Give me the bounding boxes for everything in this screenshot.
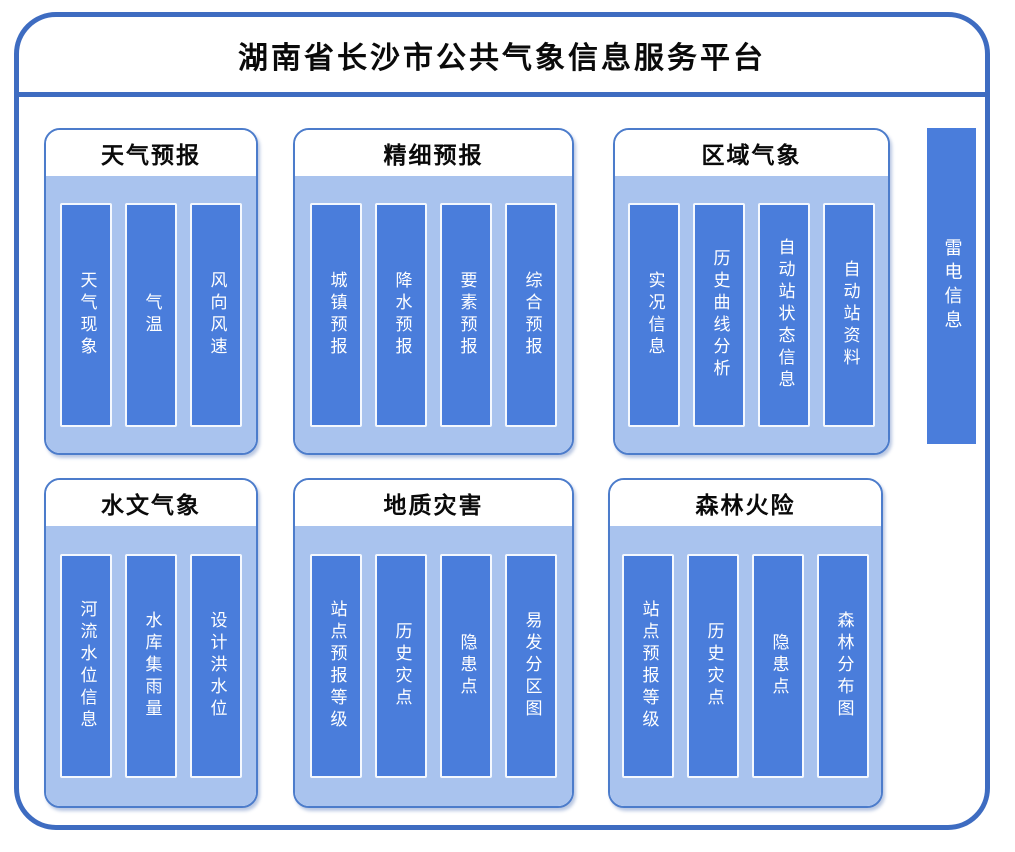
bar-auto-station-status: 自动站状态信息 [758,202,810,427]
bar-label: 河流水位信息 [76,600,97,732]
bar-hidden-danger-points: 隐患点 [440,554,492,778]
bar-label: 实况信息 [644,270,665,359]
bar-forest-distribution-map: 森林分布图 [817,554,869,778]
panel-forest-fire-body: 站点预报等级 历史灾点 隐患点 森林分布图 [610,526,881,806]
panel-regional-meteorology: 区域气象 实况信息 历史曲线分析 自动站状态信息 自动站资料 [613,128,890,455]
bar-label: 隐患点 [768,633,789,699]
bar-history-disaster-points: 历史灾点 [375,554,427,778]
bar-risk-zone-map: 易发分区图 [505,554,557,778]
panel-weather-forecast: 天气预报 天气现象 气温 风向风速 [44,128,258,455]
bar-label: 综合预报 [521,270,542,359]
bar-station-forecast-level: 站点预报等级 [622,554,674,778]
bar-station-forecast-level: 站点预报等级 [310,554,362,778]
panel-hydrology: 水文气象 河流水位信息 水库集雨量 设计洪水位 [44,478,258,808]
panel-hydrology-title: 水文气象 [46,480,256,526]
bar-label: 历史曲线分析 [709,248,730,381]
lightning-info-bar: 雷电信息 [927,128,976,444]
bar-label: 历史灾点 [703,622,724,710]
title-band: 湖南省长沙市公共气象信息服务平台 [19,17,985,97]
panel-regional-meteorology-body: 实况信息 历史曲线分析 自动站状态信息 自动站资料 [615,176,888,453]
bar-label: 设计洪水位 [206,611,227,721]
panel-fine-forecast-body: 城镇预报 降水预报 要素预报 综合预报 [295,176,572,453]
bar-label: 降水预报 [391,270,412,359]
bar-history-disaster-points: 历史灾点 [687,554,739,778]
bar-town-forecast: 城镇预报 [310,202,362,427]
panel-weather-forecast-title: 天气预报 [46,130,256,176]
panel-geological-disaster-title: 地质灾害 [295,480,572,526]
bar-weather-phenomena: 天气现象 [60,202,112,427]
bar-label: 站点预报等级 [326,600,347,732]
bar-label: 自动站状态信息 [774,237,795,392]
panel-hydrology-body: 河流水位信息 水库集雨量 设计洪水位 [46,526,256,806]
panel-geological-disaster-body: 站点预报等级 历史灾点 隐患点 易发分区图 [295,526,572,806]
bar-realtime-info: 实况信息 [628,202,680,427]
bar-wind-direction-speed: 风向风速 [190,202,242,427]
bar-label: 要素预报 [456,270,477,359]
page-title: 湖南省长沙市公共气象信息服务平台 [238,40,766,76]
bar-label: 隐患点 [456,633,477,699]
bar-comprehensive-forecast: 综合预报 [505,202,557,427]
bar-label: 站点预报等级 [638,600,659,732]
bar-label: 风向风速 [206,270,227,359]
bar-label: 历史灾点 [391,622,412,710]
panel-fine-forecast: 精细预报 城镇预报 降水预报 要素预报 综合预报 [293,128,574,455]
bar-reservoir-rainfall: 水库集雨量 [125,554,177,778]
panel-weather-forecast-body: 天气现象 气温 风向风速 [46,176,256,453]
bar-label: 气温 [141,292,162,337]
panel-regional-meteorology-title: 区域气象 [615,130,888,176]
bar-element-forecast: 要素预报 [440,202,492,427]
bar-hidden-danger-points: 隐患点 [752,554,804,778]
bar-river-water-level: 河流水位信息 [60,554,112,778]
bar-history-curve-analysis: 历史曲线分析 [693,202,745,427]
panel-geological-disaster: 地质灾害 站点预报等级 历史灾点 隐患点 易发分区图 [293,478,574,808]
panel-fine-forecast-title: 精细预报 [295,130,572,176]
bar-label: 水库集雨量 [141,611,162,721]
bar-auto-station-data: 自动站资料 [823,202,875,427]
bar-label: 自动站资料 [839,259,860,370]
bar-design-flood-level: 设计洪水位 [190,554,242,778]
bar-temperature: 气温 [125,202,177,427]
bar-label: 易发分区图 [521,611,542,721]
lightning-info-label: 雷电信息 [941,238,963,334]
bar-label: 森林分布图 [833,611,854,721]
panel-forest-fire: 森林火险 站点预报等级 历史灾点 隐患点 森林分布图 [608,478,883,808]
bar-precipitation-forecast: 降水预报 [375,202,427,427]
bar-label: 天气现象 [76,270,97,359]
bar-label: 城镇预报 [326,270,347,359]
panel-forest-fire-title: 森林火险 [610,480,881,526]
